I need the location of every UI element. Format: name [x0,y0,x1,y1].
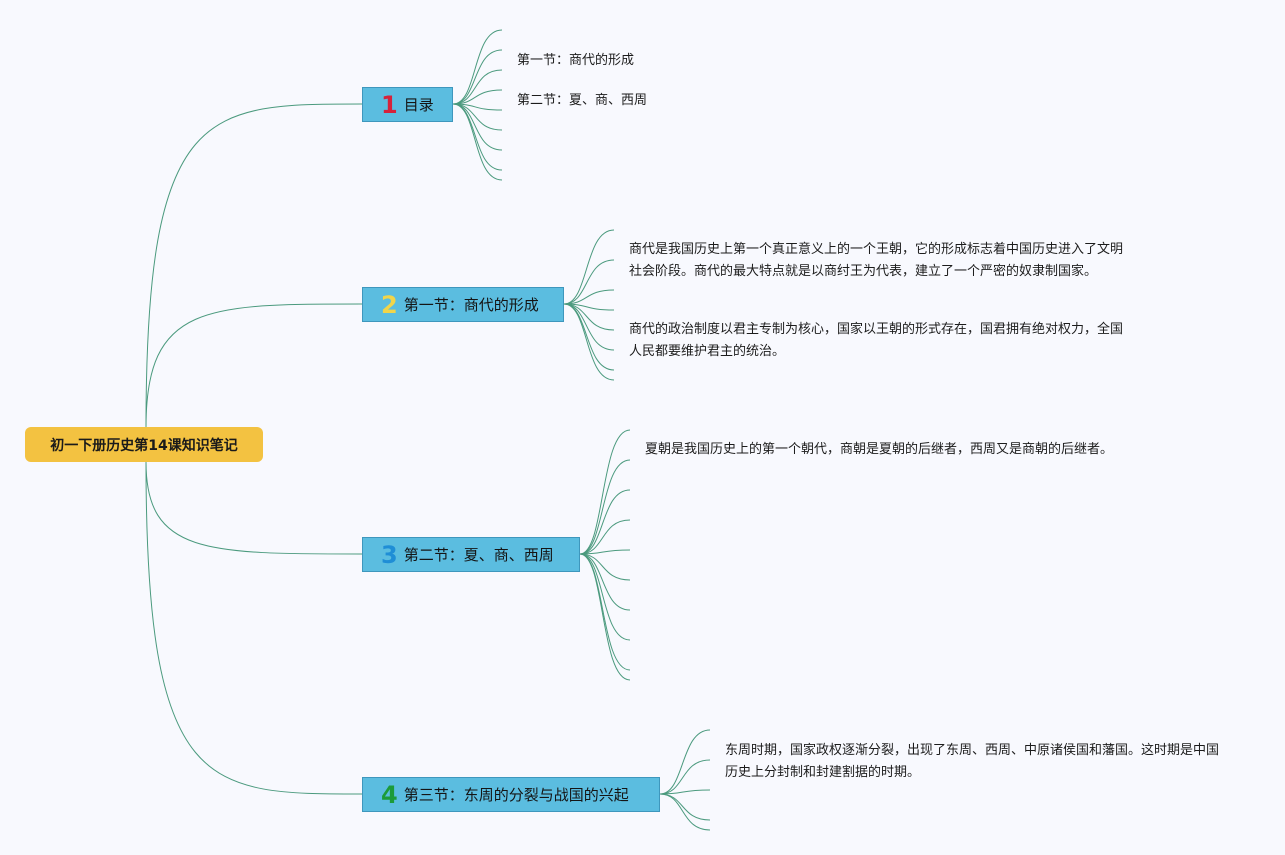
branch-node-3[interactable]: 3 第二节：夏、商、西周 [362,537,580,572]
branch-label: 第二节：夏、商、西周 [403,546,554,564]
root-label: 初一下册历史第14课知识笔记 [50,437,238,454]
leaf-text[interactable]: 第二节：夏、商、西周 [517,93,648,108]
connector-line [659,793,711,821]
connector-line [452,89,503,105]
leaf-text[interactable]: 商代是我国历史上第一个真正意义上的一个王朝，它的形成标志着中国历史进入了文明社会… [629,242,1124,279]
connector-line [579,549,631,555]
connector-line [452,69,503,105]
number-2-icon: 2 [381,290,398,319]
branch-label: 第一节：商代的形成 [403,296,539,314]
connector-line [563,303,615,381]
branch-node-1[interactable]: 1 目录 [362,87,453,122]
connector-line [452,103,503,171]
connector-line [145,103,363,428]
number-4-icon: 4 [381,780,398,809]
root-node[interactable]: 初一下册历史第14课知识笔记 [25,427,263,462]
connector-line [659,789,711,795]
connector-line [659,759,711,795]
leaf-text[interactable]: 夏朝是我国历史上的第一个朝代，商朝是夏朝的后继者，西周又是商朝的后继者。 [645,442,1114,457]
leaf-text[interactable]: 商代的政治制度以君主专制为核心，国家以王朝的形式存在，国君拥有绝对权力，全国人民… [629,322,1124,359]
branch-node-2[interactable]: 2 第一节：商代的形成 [362,287,564,322]
number-1-icon: 1 [381,90,398,119]
connector-line [452,103,503,181]
connector-line [145,461,363,795]
connector-line [659,793,711,831]
connector-line [659,729,711,795]
connector-line [579,553,631,671]
branch-label: 第三节：东周的分裂与战国的兴起 [403,786,629,804]
connector-line [145,461,363,555]
connector-line [563,303,615,371]
branch-label: 目录 [403,96,434,114]
connector-line [452,49,503,105]
connector-line [452,29,503,105]
connector-line [579,519,631,555]
leaf-text[interactable]: 第一节：商代的形成 [517,53,635,68]
connector-line [579,459,631,555]
connector-line [563,229,615,305]
leaf-text[interactable]: 东周时期，国家政权逐渐分裂，出现了东周、西周、中原诸侯国和藩国。这时期是中国历史… [725,743,1220,780]
connector-line [452,103,503,131]
connector-line [579,429,631,555]
connector-line [563,259,615,305]
connector-line [579,553,631,611]
branch-node-4[interactable]: 4 第三节：东周的分裂与战国的兴起 [362,777,660,812]
connector-line [579,553,631,581]
connector-line [563,289,615,305]
number-3-icon: 3 [381,540,398,569]
connector-line [145,303,363,428]
connector-line [563,303,615,331]
connector-line [579,553,631,681]
connector-line [579,489,631,555]
